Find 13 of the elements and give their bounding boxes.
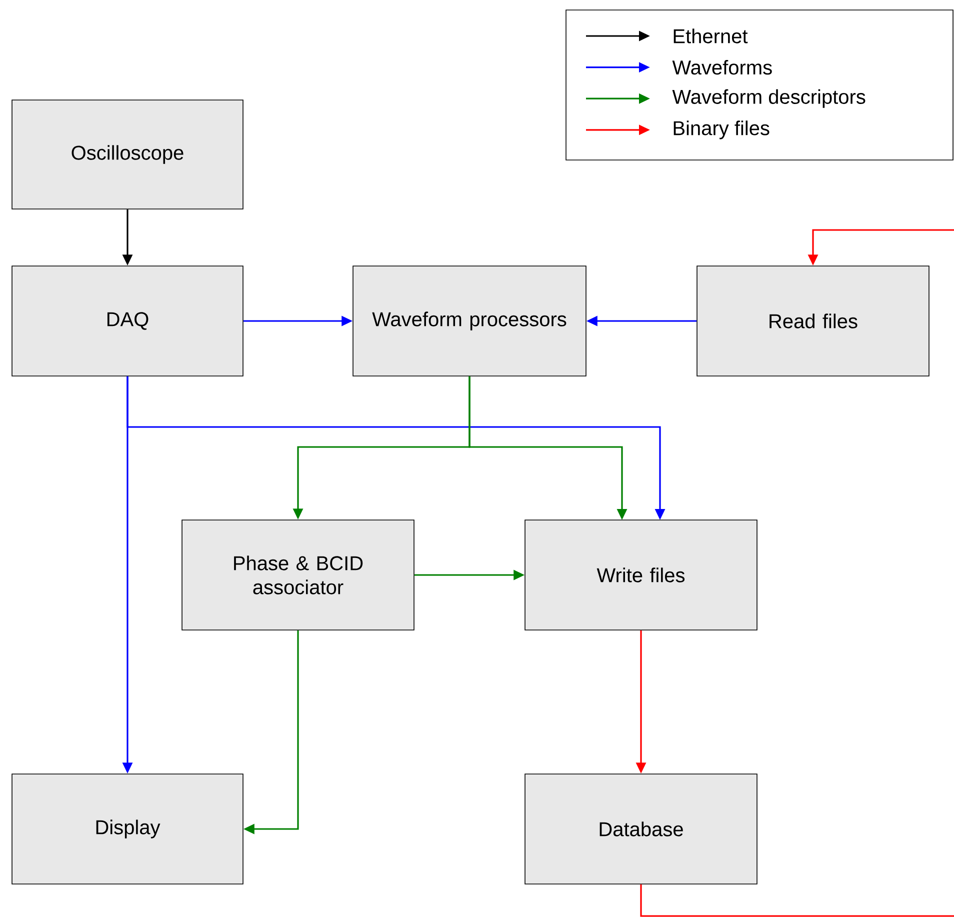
legend-label: Waveforms bbox=[672, 60, 772, 75]
legend-label: Waveform descriptors bbox=[672, 89, 866, 108]
process-box: Oscilloscope bbox=[12, 100, 244, 210]
process-box: Display bbox=[12, 774, 244, 884]
legend-label: Binary files bbox=[674, 120, 770, 140]
process-box: Write files bbox=[524, 520, 758, 630]
process-box: Read files bbox=[696, 266, 930, 376]
process-box: Waveform processors bbox=[352, 266, 586, 376]
process-box: DAQ bbox=[12, 266, 244, 376]
arrow bbox=[640, 229, 954, 917]
process-box: Phase & BCID associator bbox=[182, 520, 414, 630]
process-box: Database bbox=[524, 774, 758, 884]
legend-label: Ethernet bbox=[674, 28, 748, 44]
